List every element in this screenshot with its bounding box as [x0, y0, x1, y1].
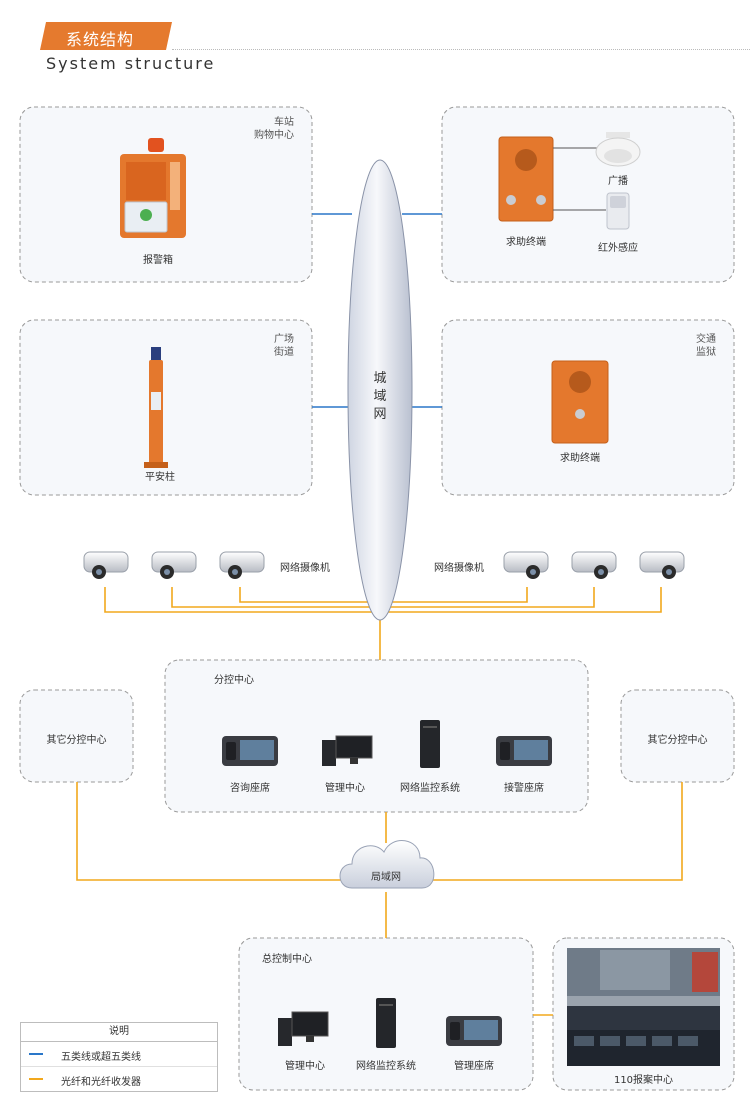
alarm-seat-phone-icon: [496, 736, 552, 766]
alarm-box-label: 报警箱: [143, 255, 173, 266]
main-management-label: 管理中心: [285, 1061, 325, 1072]
consult-seat-phone-icon: [222, 736, 278, 766]
city-network-label-line2: 域: [373, 389, 387, 404]
legend: 说明 五类线或超五类线 光纤和光纤收发器: [20, 1022, 218, 1092]
help-terminal-2-icon: [551, 360, 609, 444]
main-center-title: 总控制中心: [262, 954, 312, 965]
zone-other-left: [19, 689, 134, 783]
monitoring-system-label: 网络监控系统: [400, 783, 460, 794]
city-network-label-line3: 网: [373, 407, 387, 422]
header-divider: [172, 49, 750, 50]
alarm-seat-label: 接警座席: [504, 783, 544, 794]
zone-square-label-line1: 广场: [274, 334, 294, 345]
legend-row-cat5: 五类线或超五类线: [21, 1042, 217, 1067]
zone-traffic-label-line1: 交通: [696, 334, 716, 345]
city-network-ellipse: [347, 159, 413, 621]
zone-square-label-line2: 街道: [274, 347, 294, 358]
safety-pillar-label: 平安柱: [145, 472, 175, 483]
camera-icon: [83, 551, 129, 579]
zone-branch: [164, 659, 589, 813]
legend-title: 说明: [21, 1023, 217, 1042]
help-terminal-label: 求助终端: [506, 237, 546, 248]
help-terminal-2-label: 求助终端: [560, 453, 600, 464]
city-network-label: 城 域 网: [370, 370, 390, 424]
management-center-label: 管理中心: [325, 783, 365, 794]
help-terminal-icon: [498, 136, 554, 222]
legend-fiber-label: 光纤和光纤收发器: [61, 1077, 141, 1088]
infrared-sensor-label: 红外感应: [598, 243, 638, 254]
main-management-pc-icon: [278, 1011, 329, 1046]
title-tab: [40, 22, 172, 50]
zone-station-label-line1: 车站: [274, 117, 294, 128]
camera-icon: [571, 551, 617, 579]
zone-station-label-line2: 购物中心: [254, 130, 294, 141]
consult-seat-label: 咨询座席: [230, 783, 270, 794]
speaker-label: 广播: [608, 176, 628, 187]
camera-group-left-label: 网络摄像机: [280, 563, 330, 574]
safety-pillar-icon: [144, 347, 168, 468]
zone-traffic-label: 交通 监狱: [652, 333, 716, 359]
infrared-sensor-icon: [606, 192, 630, 230]
police-center-label: 110报案中心: [613, 1075, 674, 1086]
lan-cloud-icon: [339, 840, 435, 889]
management-pc-icon: [322, 735, 373, 766]
speaker-icon: [595, 132, 641, 167]
legend-orange-swatch: [29, 1078, 43, 1080]
legend-row-fiber: 光纤和光纤收发器: [21, 1067, 217, 1091]
camera-icon: [503, 551, 549, 579]
main-seat-phone-icon: [446, 1016, 502, 1046]
main-monitoring-server-icon: [376, 998, 396, 1048]
zone-other-right: [620, 689, 735, 783]
zone-help: [441, 106, 735, 283]
alarm-box-icon: [120, 138, 186, 238]
other-branch-left-label: 其它分控中心: [46, 735, 107, 746]
main-monitoring-label: 网络监控系统: [356, 1061, 416, 1072]
camera-icon: [639, 551, 685, 579]
police-center-photo: [567, 948, 720, 1066]
camera-icon: [219, 551, 265, 579]
main-seat-label: 管理座席: [454, 1061, 494, 1072]
camera-group-right-label: 网络摄像机: [434, 563, 484, 574]
monitoring-server-icon: [420, 720, 440, 768]
zone-traffic-label-line2: 监狱: [696, 347, 716, 358]
other-branch-right-label: 其它分控中心: [647, 735, 708, 746]
legend-blue-swatch: [29, 1053, 43, 1055]
city-network-label-line1: 城: [373, 371, 387, 386]
legend-cat5-label: 五类线或超五类线: [61, 1052, 141, 1063]
zone-station-label: 车站 购物中心: [230, 116, 294, 142]
camera-icon: [151, 551, 197, 579]
page-title: 系统结构: [66, 30, 135, 49]
lan-label: 局域网: [371, 872, 401, 883]
orange-links: [76, 587, 683, 1016]
page-subtitle: System structure: [46, 54, 216, 73]
branch-center-title: 分控中心: [214, 675, 254, 686]
zone-square-label: 广场 街道: [230, 333, 294, 359]
